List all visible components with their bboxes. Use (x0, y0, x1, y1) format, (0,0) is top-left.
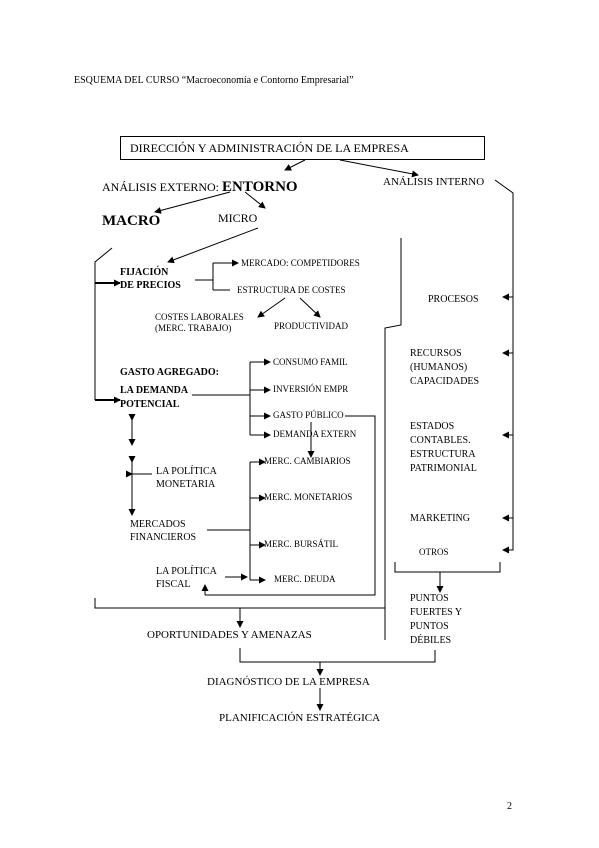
external-bracket (94, 598, 386, 609)
statements-label-1: ESTADOS (410, 421, 455, 432)
strengths-label-3: PUNTOS (410, 621, 449, 632)
opportunities-label: OPORTUNIDADES Y AMENAZAS (147, 629, 312, 641)
arrow-micro-to-pricing (167, 227, 259, 264)
cost-structure-label: ESTRUCTURA DE COSTES (237, 285, 346, 295)
monetary-policy-label-2: MONETARIA (156, 479, 216, 490)
consumption-label: CONSUMO FAMIL (273, 357, 348, 367)
labour-costs-label-2: (MERC. TRABAJO) (155, 323, 232, 333)
internal-analysis-label: ANÁLISIS INTERNO (383, 176, 485, 188)
strengths-label-1: PUNTOS (410, 593, 449, 604)
pricing-label-2: DE PRECIOS (120, 280, 181, 291)
others-label: OTROS (419, 547, 449, 557)
monetary-policy-label-1: LA POLÍTICA (156, 466, 217, 477)
labour-costs-label-1: COSTES LABORALES (155, 312, 244, 322)
strengths-label-2: FUERTES Y (410, 607, 463, 618)
pricing-label-1: FIJACIÓN (120, 267, 169, 278)
resources-label-2: (HUMANOS) (410, 362, 468, 373)
monetary-markets-label: MERC. MONETARIOS (264, 492, 353, 502)
external-analysis-label: ANÁLISIS EXTERNO: ENTORNO (102, 180, 298, 195)
arrow-to-internal (339, 159, 419, 178)
entorno-label: ENTORNO (222, 179, 298, 195)
page-number: 2 (507, 801, 512, 812)
external-demand-label: DEMANDA EXTERN (273, 429, 357, 439)
potential-demand-label-1: LA DEMANDA (120, 385, 189, 396)
stock-market-label: MERC. BURSÁTIL (264, 539, 339, 549)
statements-label-4: PATRIMONIAL (410, 463, 477, 474)
productivity-label: PRODUCTIVIDAD (274, 321, 348, 331)
investment-label: INVERSIÓN EMPR (273, 384, 349, 394)
macro-connector (94, 247, 113, 400)
processes-label: PROCESOS (428, 294, 479, 305)
marketing-label: MARKETING (410, 513, 470, 524)
top-box (120, 136, 485, 160)
external-analysis-text: ANÁLISIS EXTERNO: (102, 180, 219, 194)
macro-label: MACRO (102, 213, 161, 229)
fiscal-policy-label-1: LA POLÍTICA (156, 566, 217, 577)
financial-markets-label-2: FINANCIEROS (130, 532, 197, 543)
internal-bracket (394, 562, 501, 573)
financial-markets-label-1: MERCADOS (130, 519, 186, 530)
potential-demand-label-2: POTENCIAL (120, 399, 180, 410)
arrow-to-external (284, 159, 306, 171)
strengths-label-4: DÉBILES (410, 635, 452, 646)
resources-label-3: CAPACIDADES (410, 376, 480, 387)
diagnosis-label: DIAGNÓSTICO DE LA EMPRESA (207, 676, 370, 688)
arrow-to-macro (154, 191, 231, 214)
fiscal-policy-label-2: FISCAL (156, 579, 191, 590)
public-spending-label: GASTO PÚBLICO (273, 410, 344, 420)
top-box-label: DIRECCIÓN Y ADMINISTRACIÓN DE LA EMPRESA (130, 141, 409, 155)
aggregate-spending-label: GASTO AGREGADO: (120, 367, 219, 378)
statements-label-3: ESTRUCTURA (410, 449, 476, 460)
market-competitors-label: MERCADO: COMPETIDORES (241, 258, 360, 268)
debt-market-label: MERC. DEUDA (274, 574, 336, 584)
arrow-to-micro (244, 191, 266, 209)
resources-label-1: RECURSOS (410, 348, 462, 359)
course-title: ESQUEMA DEL CURSO “Macroeconomía e Conto… (74, 75, 354, 86)
statements-label-2: CONTABLES. (410, 435, 471, 446)
micro-label: MICRO (218, 211, 258, 225)
planning-label: PLANIFICACIÓN ESTRATÉGICA (219, 712, 381, 724)
exchange-markets-label: MERC. CAMBIARIOS (264, 456, 351, 466)
